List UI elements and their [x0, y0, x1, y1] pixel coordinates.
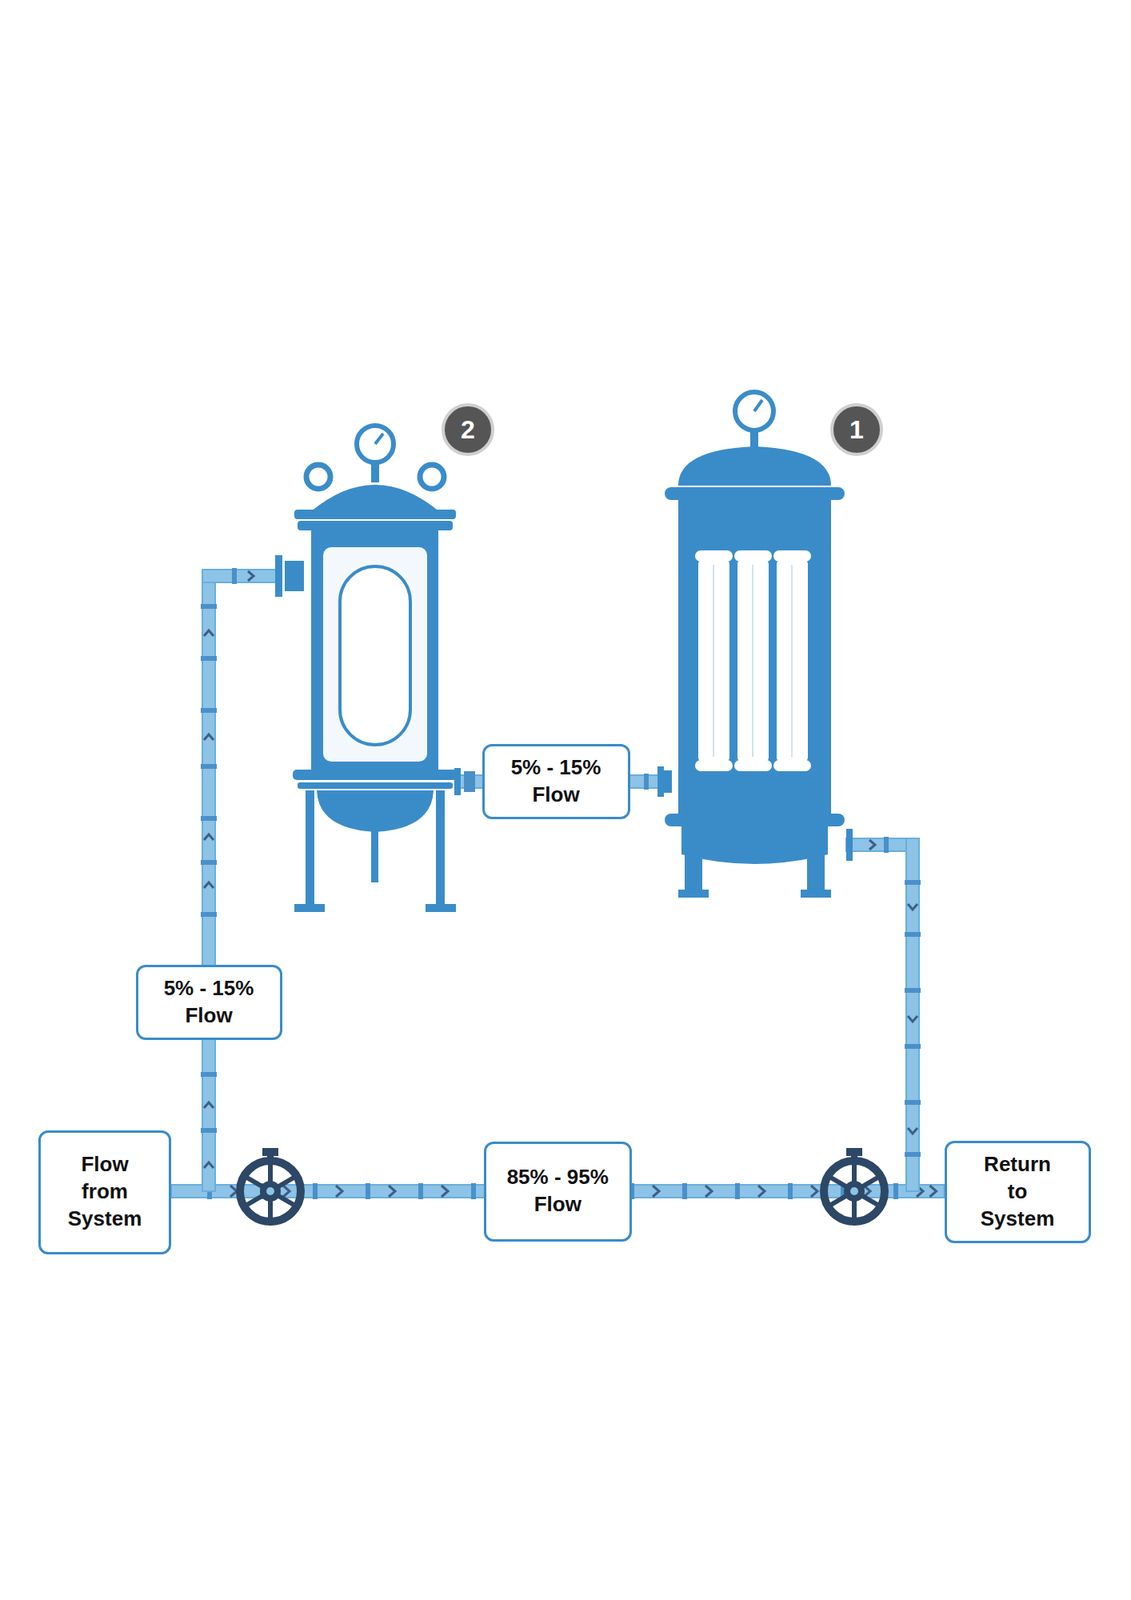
arrowhead: [930, 1185, 937, 1197]
gate-valve: [823, 1147, 885, 1222]
flow-label: 85% - 95% Flow: [483, 1141, 632, 1242]
pipe-joint: [471, 1182, 476, 1199]
vessel-body: [311, 530, 439, 776]
system-box: Flow from System: [38, 1130, 172, 1255]
pipe-joint: [365, 1182, 371, 1199]
pipe-joint: [418, 1182, 424, 1199]
box-text: Return to System: [975, 1150, 1061, 1232]
arrowhead: [388, 1185, 396, 1197]
filter-cartridge: [695, 550, 812, 772]
callout-number: 2: [441, 403, 495, 456]
callout-number: 1: [830, 403, 884, 456]
arrowhead: [441, 1185, 448, 1197]
sight-window: [339, 566, 411, 745]
pipe-joint: [312, 1182, 318, 1199]
system-box: Return to System: [944, 1140, 1092, 1243]
pipe-joint: [893, 1182, 899, 1199]
pipe: [202, 569, 280, 583]
cartridge-filter-vessel: [664, 391, 845, 898]
arrowhead: [283, 1185, 290, 1197]
pipe-joint: [787, 1182, 793, 1199]
arrowhead: [811, 1185, 818, 1197]
box-text: Flow from System: [63, 1150, 147, 1232]
pressure-gauge: [735, 391, 774, 431]
pipe: [202, 569, 216, 1191]
arrowhead: [758, 1185, 765, 1197]
arrowhead: [705, 1185, 712, 1197]
flow-label: 5% - 15% Flow: [135, 964, 283, 1040]
gate-valve: [239, 1147, 301, 1222]
label-text: 5% - 15% Flow: [497, 754, 616, 809]
flow-label: 5% - 15% Flow: [482, 743, 631, 820]
callout-text: 2: [460, 415, 476, 445]
pressure-gauge: [356, 425, 394, 463]
bag-filter-vessel: [292, 425, 458, 912]
label-text: 5% - 15% Flow: [151, 975, 268, 1030]
arrowhead: [335, 1185, 343, 1197]
pipe-joint: [735, 1182, 740, 1199]
pipe: [906, 838, 920, 1191]
arrowhead: [230, 1185, 237, 1197]
vessel-body: [678, 499, 832, 815]
pipe-joint: [682, 1182, 688, 1199]
pipe-flange: [275, 555, 853, 861]
arrowhead: [652, 1185, 660, 1197]
label-text: 85% - 95% Flow: [499, 1163, 617, 1219]
callout-text: 1: [849, 415, 864, 445]
